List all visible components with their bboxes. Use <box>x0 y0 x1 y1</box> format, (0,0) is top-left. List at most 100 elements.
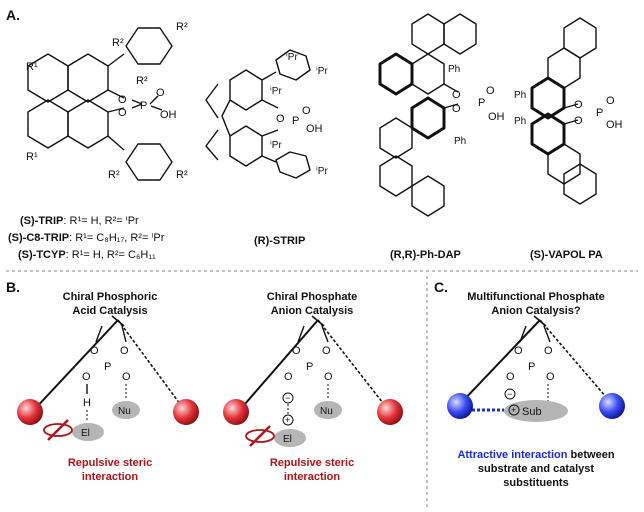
c-o-2: O <box>544 345 553 357</box>
c-caption-3: substituents <box>503 477 568 489</box>
vapol-ph-2: Ph <box>514 116 526 127</box>
left-p: P <box>104 361 111 373</box>
ph-dap-structure: Ph Ph O O P O OH <box>378 13 505 217</box>
right-plus: + <box>285 415 290 425</box>
vapol-ph-1: Ph <box>514 90 526 101</box>
left-red-sphere-2 <box>173 399 199 425</box>
oh-group: OH <box>160 109 177 121</box>
right-o-3: O <box>284 371 293 383</box>
c-sub: Sub <box>522 406 542 418</box>
strip-o-2: O <box>302 105 311 117</box>
c-blue-sphere-2 <box>599 393 625 419</box>
legend-line-2: (S)-C8-TRIP: R¹= C₈H₁₇, R²= ⁱPr <box>8 232 165 244</box>
o-atom-2: O <box>118 107 127 119</box>
c-o-4: O <box>546 371 555 383</box>
phosphate-anion-scheme: Chiral Phosphate Anion Catalysis O O P O… <box>223 291 403 483</box>
ph-dap-name: (R,R)-Ph-DAP <box>390 249 461 261</box>
r1-bottom: R¹ <box>26 151 38 163</box>
trip-structure: R¹ R¹ R² R² R² R² R² O O P O OH <box>26 21 188 181</box>
right-o-2: O <box>322 345 331 357</box>
panel-c-label: C. <box>434 279 448 295</box>
strip-ipr-1: ⁱPr <box>270 86 282 97</box>
sub-blob <box>504 400 568 422</box>
dap-ph-2: Ph <box>454 136 466 147</box>
r2-label-2: R² <box>176 21 188 33</box>
c-p: P <box>528 361 535 373</box>
c-caption-2: substrate and catalyst <box>478 463 594 475</box>
right-p: P <box>306 361 313 373</box>
left-o-1: O <box>90 345 99 357</box>
left-o-4: O <box>122 371 131 383</box>
strip-p: P <box>292 115 299 127</box>
left-title-2: Acid Catalysis <box>72 305 147 317</box>
c-o-1: O <box>514 345 523 357</box>
right-minus: − <box>285 393 290 403</box>
c-plus: + <box>511 405 516 415</box>
legend-line-3: (S)-TCYP: R¹= H, R²= C₆H₁₁ <box>18 249 156 261</box>
phosphoric-acid-scheme: Chiral Phosphoric Acid Catalysis O O P O… <box>17 291 199 483</box>
r2-label-5: R² <box>176 169 188 181</box>
vapol-o-3: O <box>606 95 615 107</box>
left-title-1: Chiral Phosphoric <box>63 291 158 303</box>
vapol-structure: Ph Ph O O P O OH <box>514 17 623 205</box>
left-el: El <box>81 428 90 439</box>
right-steric-clash-icon <box>245 425 275 447</box>
strip-oh: OH <box>306 123 323 135</box>
c-title-1: Multifunctional Phosphate <box>467 291 605 303</box>
dap-ph-1: Ph <box>448 64 460 75</box>
right-nu: Nu <box>320 406 333 417</box>
left-steric-clash-icon <box>43 419 73 441</box>
strip-ipr-5: ⁱPr <box>286 52 298 63</box>
o-atom-1: O <box>118 94 127 106</box>
catalyst-legend: (S)-TRIP: R¹= H, R²= ⁱPr (S)-C8-TRIP: R¹… <box>8 215 165 261</box>
c-blue-sphere <box>447 393 473 419</box>
right-red-sphere <box>223 399 249 425</box>
left-o-3: O <box>82 371 91 383</box>
vapol-o-1: O <box>574 99 583 111</box>
right-title-1: Chiral Phosphate <box>267 291 357 303</box>
dap-o-3: O <box>486 85 495 97</box>
dap-p: P <box>478 97 485 109</box>
strip-structure: ⁱPr ⁱPr ⁱPr ⁱPr ⁱPr O P O OH <box>205 49 328 179</box>
vapol-name: (S)-VAPOL PA <box>530 249 603 261</box>
right-el: El <box>283 434 292 445</box>
left-el-blob <box>72 423 104 441</box>
vapol-p: P <box>596 107 603 119</box>
right-title-2: Anion Catalysis <box>271 305 354 317</box>
c-o-3: O <box>506 371 515 383</box>
strip-ipr-4: ⁱPr <box>316 166 328 177</box>
c-caption-1: Attractive interaction between <box>457 449 614 461</box>
right-el-blob <box>274 429 306 447</box>
strip-o-1: O <box>276 113 285 125</box>
left-caption-1: Repulsive steric <box>68 457 152 469</box>
panel-c: C. Multifunctional Phosphate Anion Catal… <box>434 279 625 489</box>
o-atom-3: O <box>156 87 165 99</box>
left-nu: Nu <box>118 406 131 417</box>
right-caption-1: Repulsive steric <box>270 457 354 469</box>
c-minus: − <box>507 389 512 399</box>
legend-line-1: (S)-TRIP: R¹= H, R²= ⁱPr <box>20 215 139 227</box>
left-h: H <box>83 397 91 409</box>
strip-ipr-3: ⁱPr <box>270 140 282 151</box>
panel-a-label: A. <box>6 7 20 23</box>
left-red-sphere <box>17 399 43 425</box>
right-red-sphere-2 <box>377 399 403 425</box>
left-o-2: O <box>120 345 129 357</box>
dap-oh: OH <box>488 111 505 123</box>
left-nu-blob <box>112 401 140 419</box>
p-atom: P <box>140 100 147 112</box>
strip-ipr-2: ⁱPr <box>316 66 328 77</box>
dap-o-1: O <box>452 89 461 101</box>
right-o-4: O <box>324 371 333 383</box>
right-nu-blob <box>314 401 342 419</box>
vapol-oh: OH <box>606 119 623 131</box>
r2-label-4: R² <box>108 169 120 181</box>
vapol-o-2: O <box>574 115 583 127</box>
panel-a: A. R¹ R¹ R² R² R² R² <box>6 7 623 261</box>
c-title-2: Anion Catalysis? <box>491 305 581 317</box>
strip-name: (R)-STRIP <box>254 235 305 247</box>
r2-label-3: R² <box>136 75 148 87</box>
r1-top: R¹ <box>26 61 38 73</box>
right-o-1: O <box>292 345 301 357</box>
